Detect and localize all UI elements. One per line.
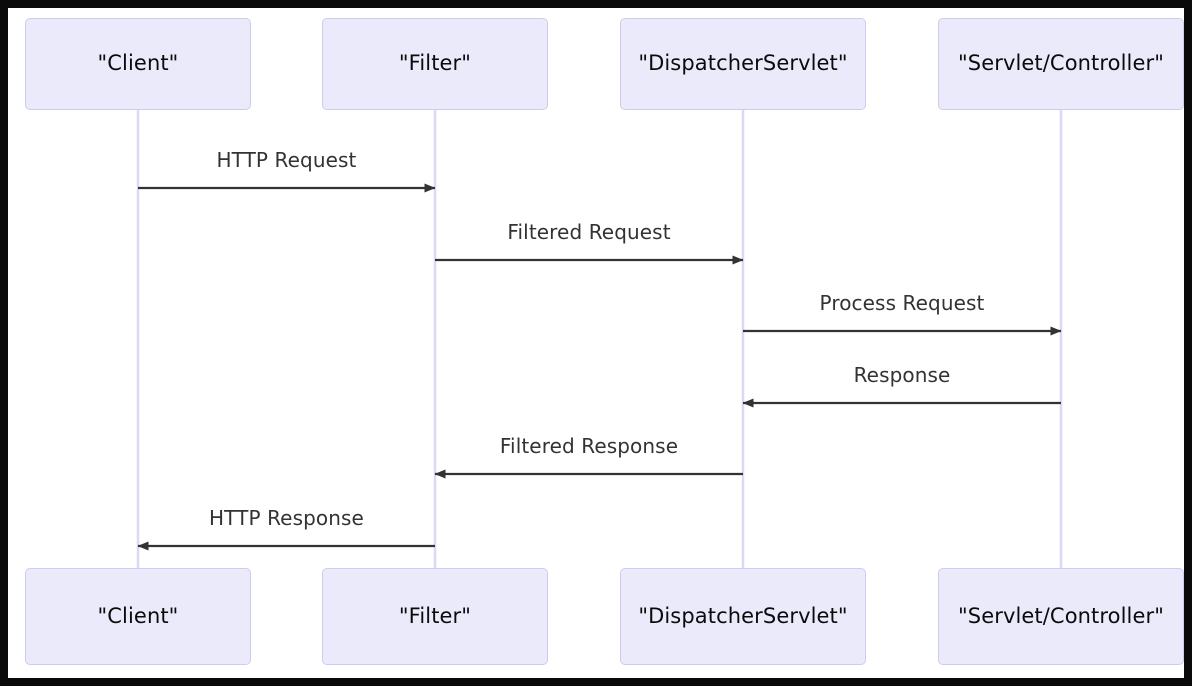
participant-label: "DispatcherServlet" [638, 603, 848, 628]
participant-box-bottom-filter[interactable]: "Filter" [322, 568, 548, 665]
participant-label: "Filter" [398, 51, 472, 76]
participant-label: "Filter" [398, 603, 472, 628]
message-label-2: Filtered Request [507, 220, 671, 244]
participant-label: "DispatcherServlet" [638, 51, 848, 76]
message-label-6: HTTP Response [209, 506, 364, 530]
participant-label: "Client" [97, 51, 179, 76]
message-label-4: Response [853, 363, 951, 387]
sequence-diagram-canvas: "Client" "Filter" "DispatcherServlet" "Serv… [8, 8, 1184, 678]
participant-box-top-filter[interactable]: "Filter" [322, 18, 548, 110]
participant-label: "Servlet/Controller" [958, 603, 1164, 628]
participant-box-top-dispatcher[interactable]: "DispatcherServlet" [620, 18, 866, 110]
participant-box-bottom-controller[interactable]: "Servlet/Controller" [938, 568, 1184, 665]
message-label-1: HTTP Request [216, 148, 357, 172]
message-label-3: Process Request [819, 291, 985, 315]
participant-box-top-client[interactable]: "Client" [25, 18, 251, 110]
participant-box-bottom-dispatcher[interactable]: "DispatcherServlet" [620, 568, 866, 665]
participant-box-bottom-client[interactable]: "Client" [25, 568, 251, 665]
participant-label: "Client" [97, 603, 179, 628]
participant-box-top-controller[interactable]: "Servlet/Controller" [938, 18, 1184, 110]
message-label-5: Filtered Response [499, 434, 679, 458]
participant-label: "Servlet/Controller" [958, 51, 1164, 76]
